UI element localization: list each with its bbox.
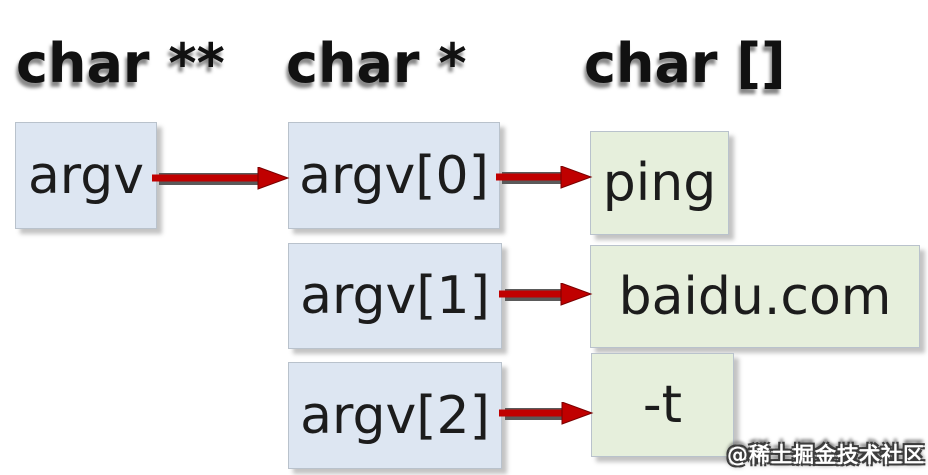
- box-t-label: -t: [642, 375, 683, 435]
- box-argv1-label: argv[1]: [300, 266, 490, 326]
- box-baidu: baidu.com: [590, 245, 920, 348]
- box-t: -t: [591, 353, 734, 457]
- watermark: @稀土掘金技术社区: [727, 443, 925, 467]
- arrow-argv-to-argv0: [152, 178, 264, 179]
- box-ping: ping: [590, 131, 729, 235]
- box-baidu-label: baidu.com: [618, 266, 892, 327]
- arrow-argv0-to-ping: [496, 177, 567, 178]
- box-argv-label: argv: [27, 145, 145, 206]
- box-argv: argv: [15, 122, 157, 229]
- box-argv2-label: argv[2]: [300, 385, 490, 446]
- column-heading-char-pointer: char *: [286, 32, 467, 95]
- column-heading-char-array: char []: [584, 32, 786, 95]
- column-heading-char-pointer-pointer: char **: [16, 32, 225, 95]
- box-argv1: argv[1]: [288, 243, 502, 349]
- box-ping-label: ping: [602, 153, 717, 213]
- box-argv2: argv[2]: [288, 362, 502, 469]
- box-argv0-label: argv[0]: [299, 145, 489, 206]
- box-argv0: argv[0]: [288, 122, 500, 229]
- arrow-argv2-to-t: [499, 413, 568, 414]
- arrow-argv1-to-baidu: [499, 294, 567, 295]
